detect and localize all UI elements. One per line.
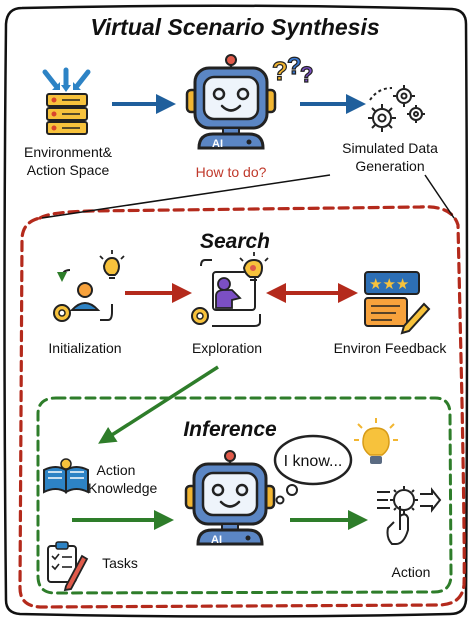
- lightbulb-icon: [354, 418, 398, 464]
- robot-icon-bottom: [184, 449, 276, 546]
- robot-icon-top: [185, 53, 277, 150]
- zoom-line-left: [41, 174, 331, 219]
- svg-text:?: ?: [300, 62, 313, 87]
- svg-text:?: ?: [287, 53, 302, 80]
- inference-region: [36, 396, 453, 595]
- action-space-label: Action Space: [26, 162, 110, 178]
- robot-badge-bottom: AI: [211, 534, 222, 546]
- environ-feedback-label: Environ Feedback: [333, 340, 447, 356]
- exploration-label: Exploration: [191, 340, 263, 356]
- environment-label: Environment&: [24, 144, 112, 160]
- svg-text:?: ?: [272, 56, 288, 86]
- initialization-label: Initialization: [48, 340, 122, 356]
- action-knowledge-label-2: Knowledge: [88, 480, 158, 496]
- gears-icon: [368, 85, 425, 132]
- zoom-line-right: [424, 174, 455, 219]
- action-label: Action: [391, 564, 431, 580]
- main-title: Virtual Scenario Synthesis: [90, 14, 380, 40]
- thought-bubble: [273, 434, 353, 505]
- simulated-data-label: Simulated Data: [342, 140, 438, 156]
- action-knowledge-label-1: Action: [96, 462, 136, 478]
- tasks-label: Tasks: [102, 555, 138, 571]
- robot-badge-top: AI: [212, 138, 223, 150]
- search-title: Search: [199, 230, 271, 253]
- outer-frame: [3, 4, 469, 618]
- environment-server-icon: [42, 67, 91, 135]
- action-gear-hand-icon: [377, 486, 442, 545]
- search-region: [18, 205, 466, 609]
- exploration-icon: [191, 252, 269, 327]
- knowledge-book-icon: [43, 458, 89, 494]
- generation-label: Generation: [355, 158, 425, 174]
- thought-text: I know...: [284, 453, 343, 470]
- how-to-do-label: How to do?: [195, 164, 267, 180]
- svg-text:★★★: ★★★: [369, 276, 409, 293]
- inference-title: Inference: [183, 418, 277, 441]
- tasks-clipboard-icon: [47, 541, 89, 592]
- question-marks-icon: ? ? ?: [271, 52, 314, 87]
- arrow-exploration-to-inference: [98, 365, 219, 444]
- initialization-icon: [53, 250, 125, 322]
- feedback-stars-icon: ★★★: [364, 271, 431, 335]
